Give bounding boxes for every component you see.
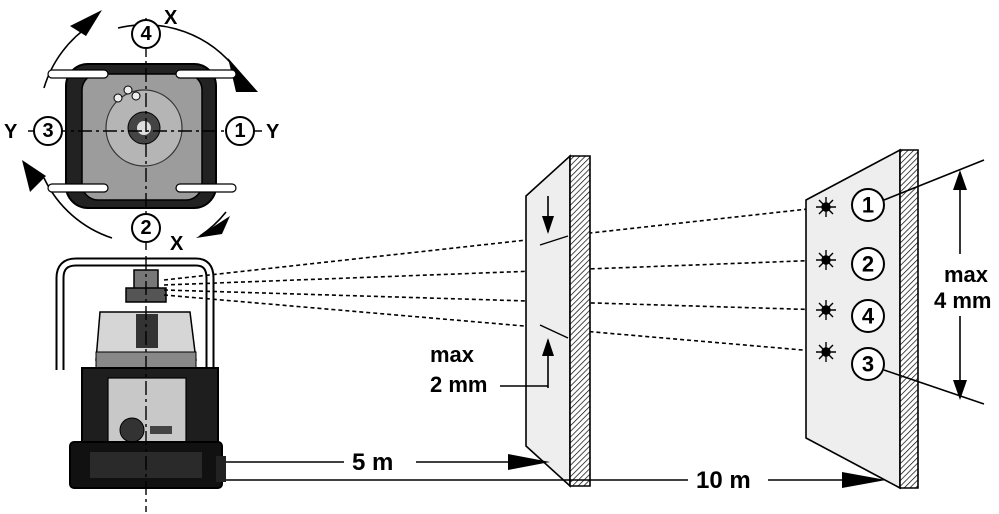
near-max-label: max	[430, 342, 475, 367]
far-point-2-circle	[851, 247, 885, 281]
far-point-1-label: 1	[862, 193, 874, 218]
far-max-value: 4 mm	[934, 288, 991, 313]
axis-y-label-right: Y	[266, 121, 280, 143]
laser-dot-4	[816, 300, 836, 320]
laser-dot-1	[816, 197, 836, 217]
top-view: 4 2 3 1 X X Y Y	[4, 7, 280, 255]
distance-5m-label: 5 m	[352, 449, 393, 476]
axis-x-label-bottom: X	[170, 233, 184, 255]
laser-side-view	[55, 256, 226, 512]
position-4-circle	[131, 19, 161, 49]
laser-dot-3	[816, 342, 836, 362]
far-range-indicator	[883, 159, 985, 405]
laser-top-body	[47, 63, 237, 209]
position-3-circle	[33, 116, 63, 146]
laser-beams	[163, 206, 827, 353]
distance-10m-label: 10 m	[696, 467, 751, 494]
distance-10m-arrow	[226, 472, 886, 488]
far-point-1-circle	[851, 188, 885, 222]
position-4-label: 4	[140, 23, 152, 45]
position-1-circle	[225, 116, 255, 146]
position-2-circle	[131, 213, 161, 243]
position-2-label: 2	[140, 217, 151, 239]
axis-x-label-top: X	[164, 7, 178, 29]
near-max-value: 2 mm	[430, 372, 487, 397]
far-point-2-label: 2	[862, 252, 874, 277]
far-wall-laser-dots	[816, 197, 836, 362]
far-point-4-label: 4	[862, 304, 875, 329]
distance-5m-arrow	[226, 454, 550, 470]
far-point-3-label: 3	[862, 352, 874, 377]
position-3-label: 3	[42, 120, 53, 142]
axis-y-label-left: Y	[4, 121, 18, 143]
laser-dot-2	[816, 250, 836, 270]
far-point-4-circle	[851, 299, 885, 333]
position-1-label: 1	[234, 120, 245, 142]
far-max-label: max	[944, 262, 989, 287]
far-point-3-circle	[851, 347, 885, 381]
near-wall	[500, 154, 591, 488]
